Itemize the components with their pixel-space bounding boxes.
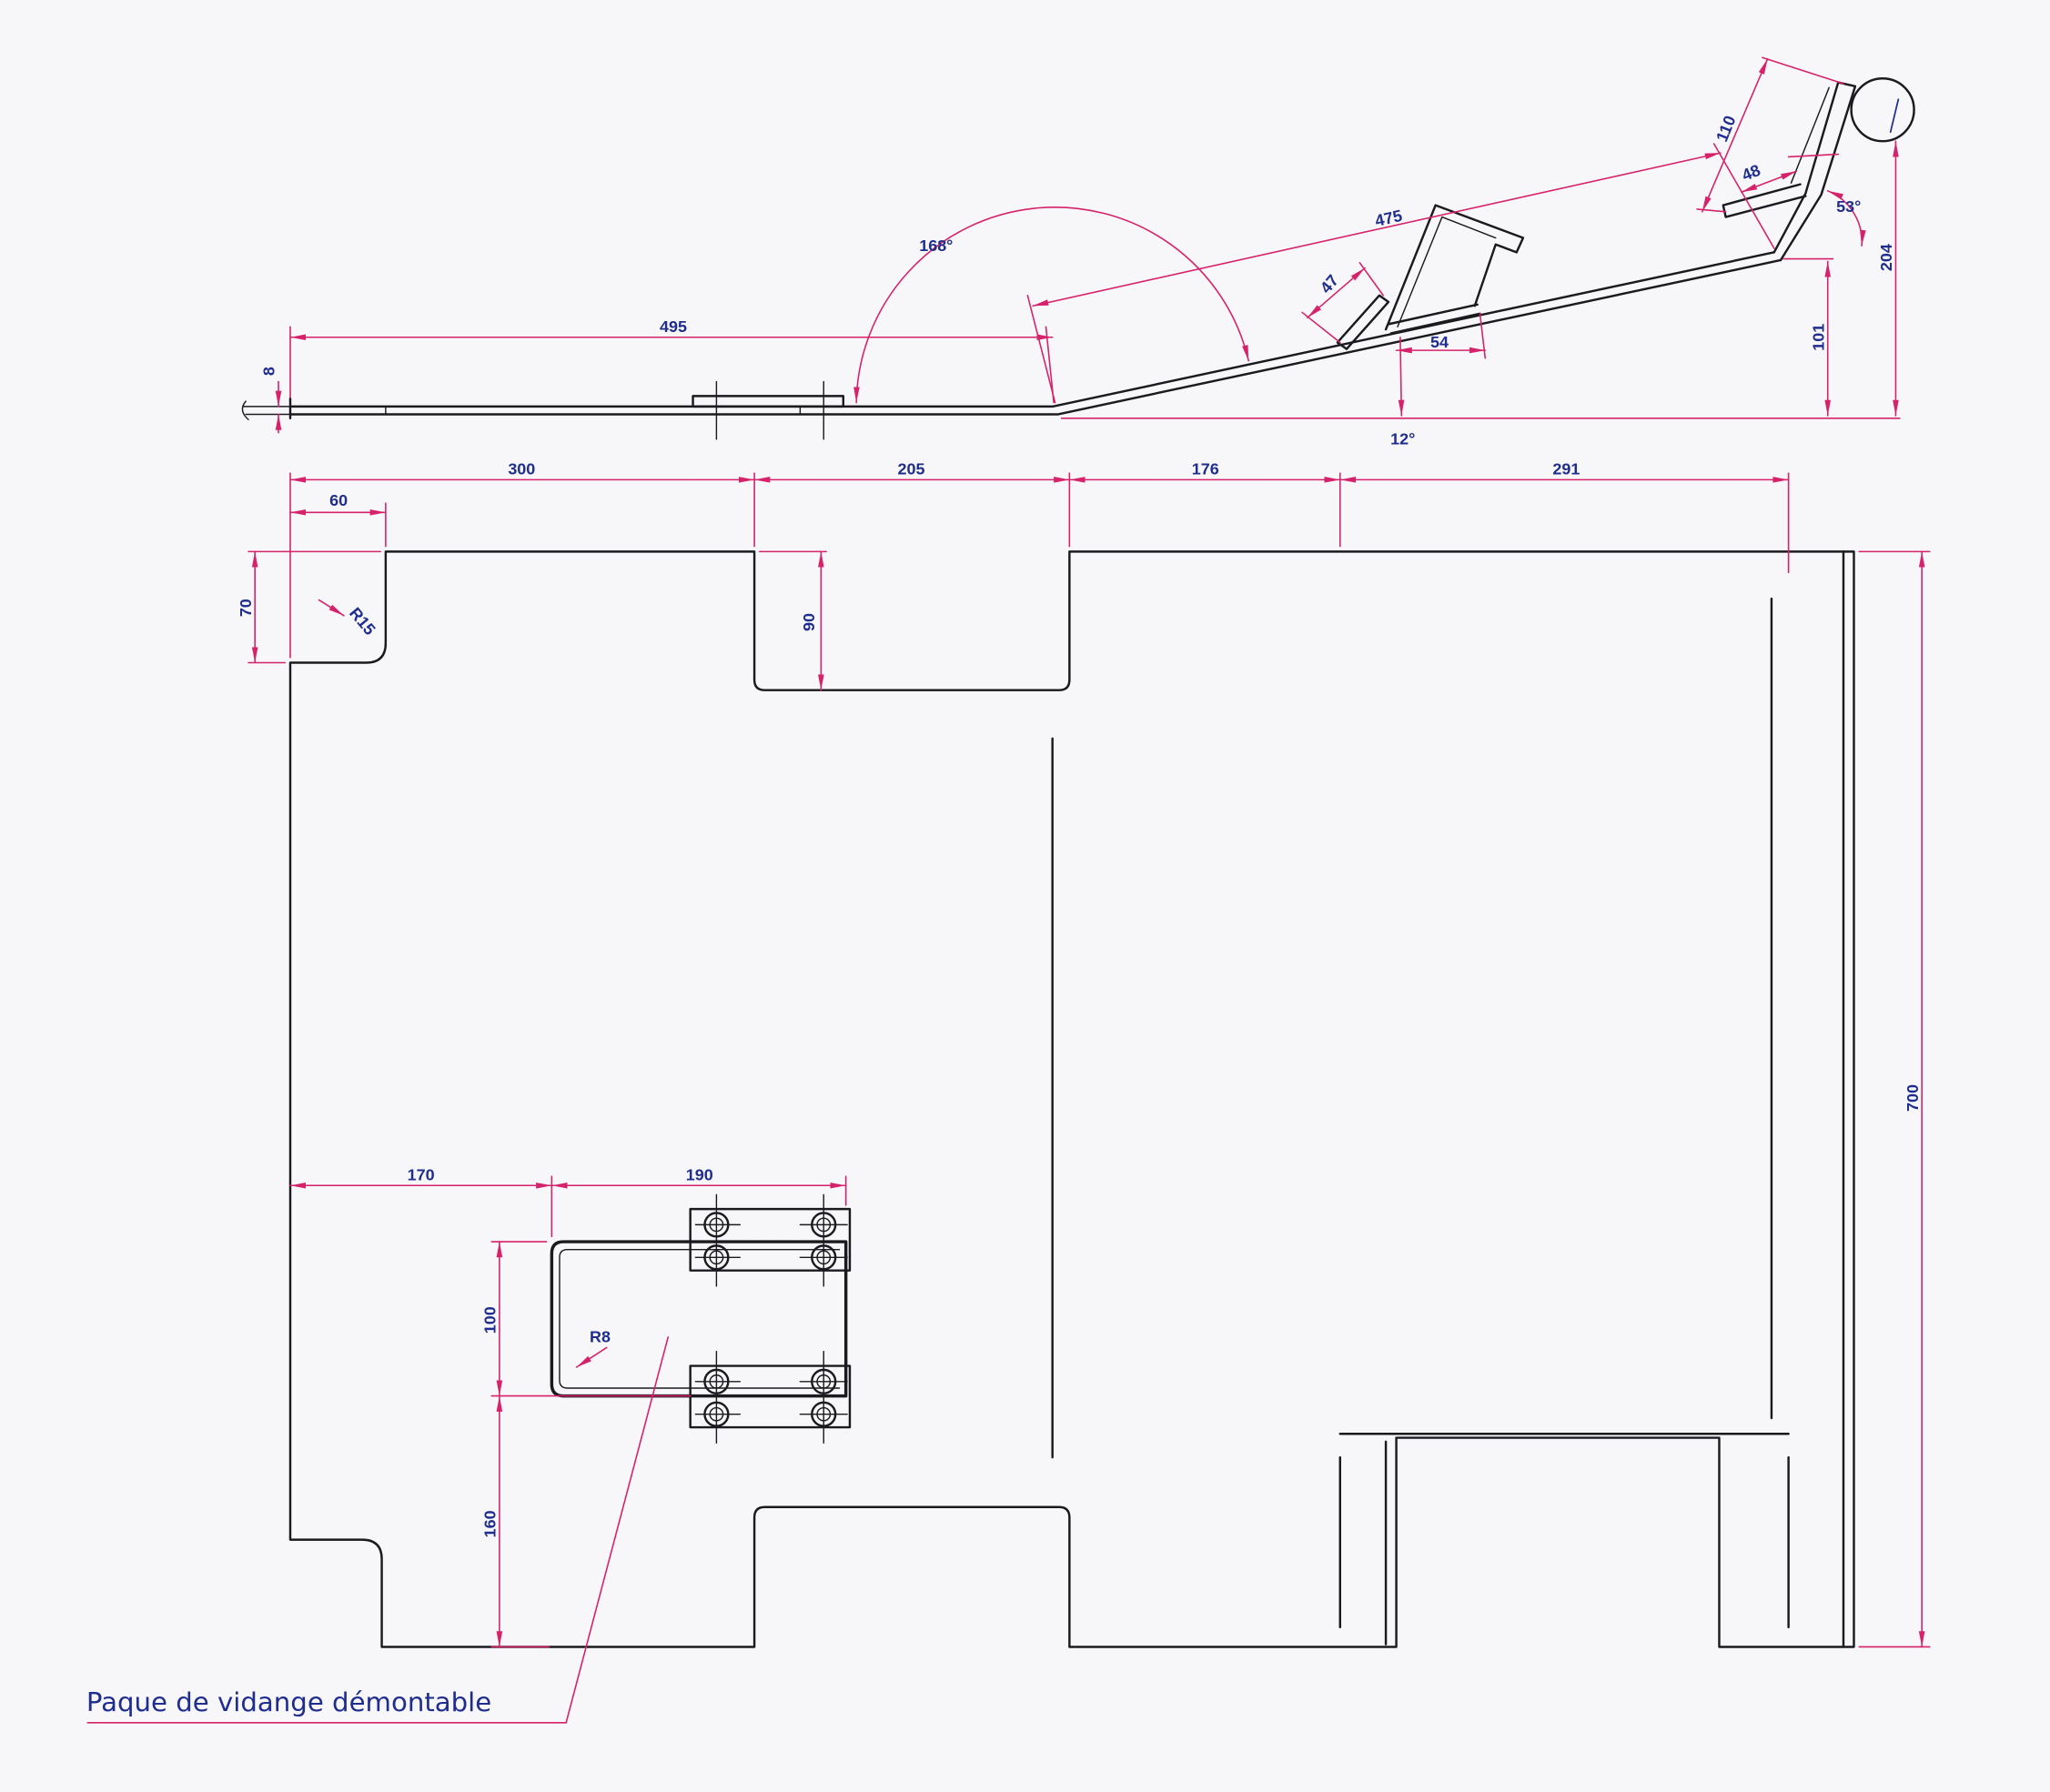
dim-204-label: 204: [1877, 244, 1895, 271]
dim-90-label: 90: [800, 613, 818, 631]
plan-view-dimensions: [86, 472, 1931, 1724]
middle-reinforcement-plate: [692, 395, 844, 408]
dim-110-ext-top: [1762, 56, 1844, 85]
dim-300-label: 300: [508, 460, 535, 478]
bolt: [694, 1401, 741, 1427]
dim-48-line: [1741, 170, 1798, 194]
angle-53-label: 53°: [1836, 197, 1861, 216]
dim-291-label: 291: [1552, 460, 1580, 478]
dim-101-label: 101: [1809, 324, 1827, 351]
bolt: [694, 1244, 741, 1271]
support-base-plate: [1387, 303, 1481, 335]
drain-plate-callout-leader: [86, 1336, 670, 1724]
dim-54-ext-right: [1479, 313, 1487, 359]
dim-176-label: 176: [1192, 460, 1219, 478]
dim-475-ext-left: [1026, 294, 1056, 404]
side-view-dimensions: [275, 56, 1901, 434]
bolt: [799, 1212, 848, 1238]
angle-12-arrow: [1398, 336, 1405, 417]
detail-marker: [1889, 98, 1900, 134]
radius-8-label: R8: [590, 1328, 611, 1346]
dim-70-label: 70: [237, 599, 255, 617]
bolt: [694, 1368, 741, 1394]
dim-205-label: 205: [898, 460, 925, 478]
dim-54-label: 54: [1430, 333, 1449, 351]
radius-8-leader: [575, 1346, 608, 1368]
bolt: [799, 1244, 848, 1271]
dim-495-label: 495: [660, 317, 687, 336]
dim-475-line: [1032, 152, 1722, 307]
dim-190-label: 190: [686, 1166, 713, 1184]
dim-700-label: 700: [1904, 1084, 1922, 1112]
bolt: [799, 1368, 848, 1394]
plan-view: 300 205 176 291 60 70 R15 90 700 170 190…: [86, 460, 1931, 1724]
dim-110-line: [1702, 57, 1769, 213]
dim-100-label: 100: [481, 1306, 500, 1334]
radius-15-leader: [318, 599, 345, 617]
dim-110-ext-bottom: [1696, 208, 1727, 213]
dim-8-label: 8: [260, 367, 278, 376]
angle-168-label: 168°: [919, 237, 953, 255]
dim-60-label: 60: [329, 491, 348, 509]
break-line: [241, 400, 291, 420]
hinge-bracket-top: [689, 1193, 852, 1287]
drain-plate-inner-edge: [559, 1248, 841, 1389]
angle-53-arc: [1826, 190, 1866, 247]
bolt: [799, 1401, 848, 1427]
dim-47-ext-lower: [1301, 311, 1341, 344]
bolt: [694, 1212, 741, 1238]
dim-47-ext-upper: [1358, 262, 1384, 297]
end-flange-inner-fold: [1790, 86, 1830, 184]
dim-170-label: 170: [408, 1166, 435, 1184]
dim-48-ext: [1787, 153, 1840, 158]
dim-47-line: [1307, 267, 1366, 318]
drain-plate-callout-label: Paque de vidange démontable: [86, 1686, 491, 1717]
side-view: 8 495 168° 475 47 54 12° 101 204 110 48 …: [241, 56, 1915, 448]
end-flange-profile: [1772, 81, 1857, 262]
angle-12-label: 12°: [1390, 430, 1415, 448]
plan-view-dimension-labels: 300 205 176 291 60 70 R15 90 700 170 190…: [237, 460, 1922, 1538]
hinge-plate: [689, 1207, 852, 1272]
detail-circle: [1850, 77, 1915, 143]
dim-160-label: 160: [481, 1510, 500, 1537]
